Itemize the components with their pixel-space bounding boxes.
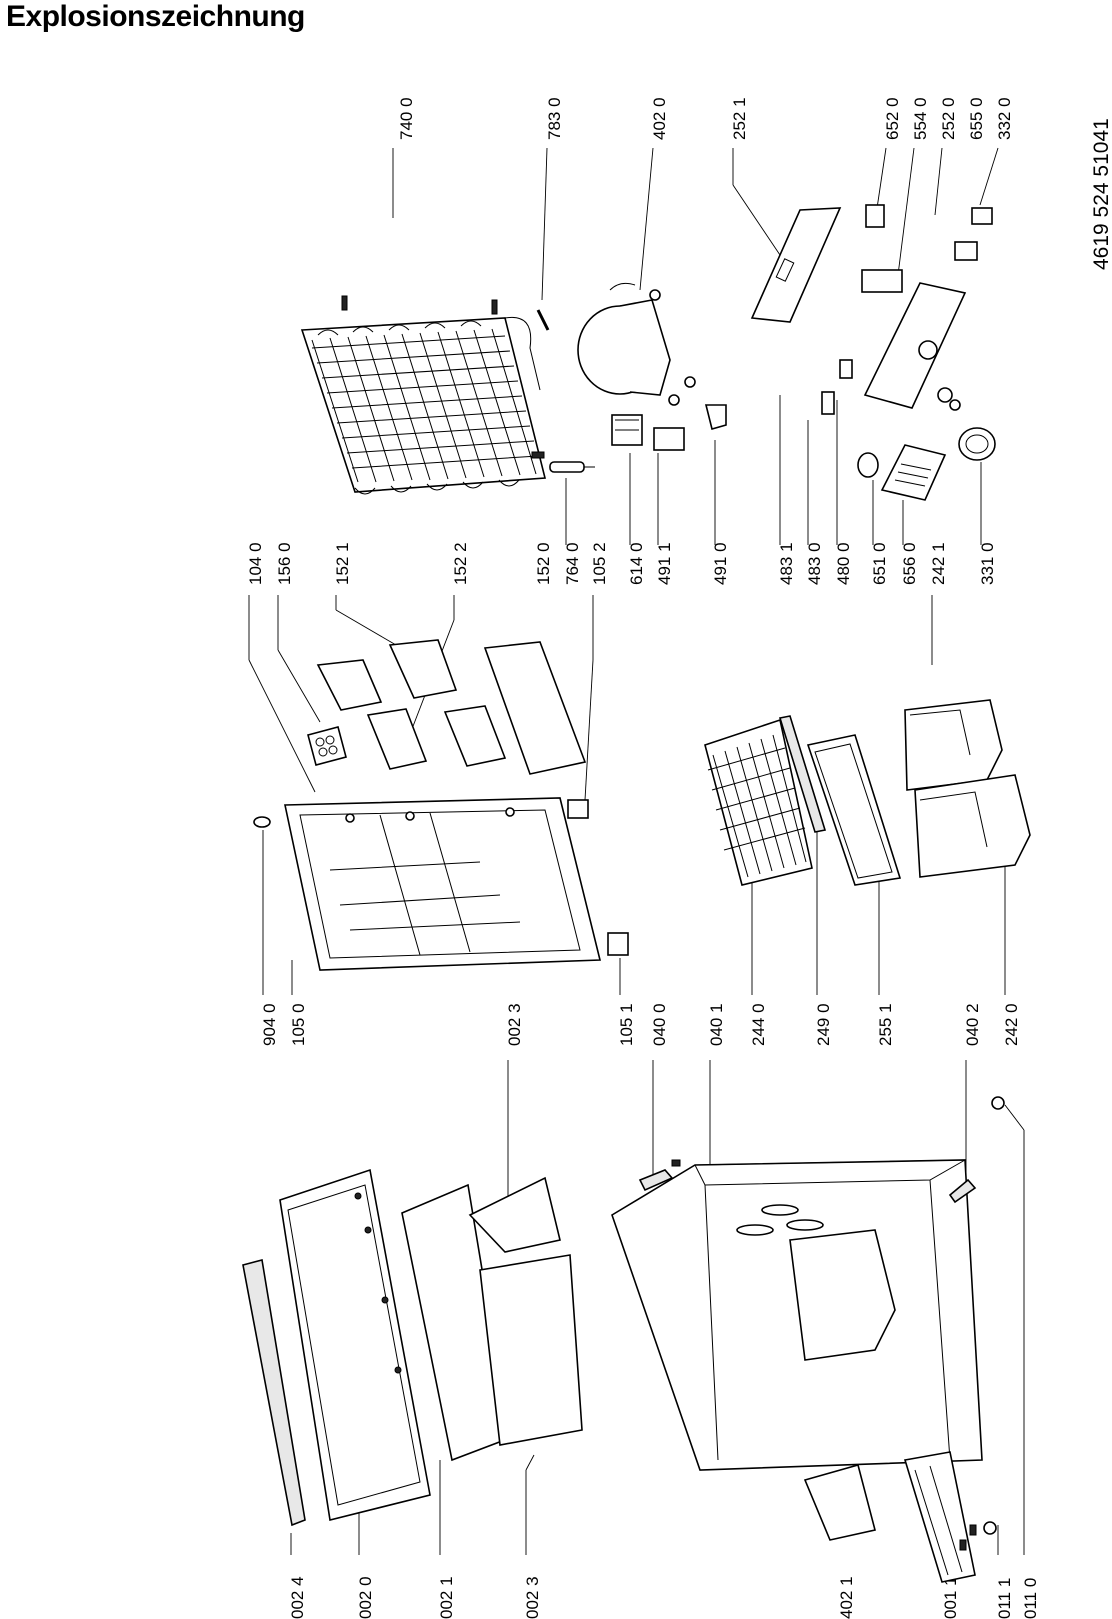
foot-011-0 [991,1096,1005,1110]
crisper-drawer-upper [904,699,1003,791]
label-783-0: 783 0 [545,97,564,140]
label-152-1: 152 1 [333,542,352,585]
label-331-0: 331 0 [978,542,997,585]
relay-614 [611,414,643,446]
label-105-2: 105 2 [590,542,609,585]
compressor [577,282,696,406]
hinge-105-2 [567,799,589,819]
label-040-0: 040 0 [650,1003,669,1046]
label-001-1: 001 1 [941,1576,960,1619]
label-242-0: 242 0 [1002,1003,1021,1046]
document-number: 4619 524 51041 [1090,118,1112,270]
label-002-1: 002 1 [437,1576,456,1619]
door-panel-002-3a [468,1176,561,1253]
foot-011-1 [983,1521,997,1535]
label-332-0: 332 0 [995,97,1014,140]
label-652-0: 652 0 [883,97,902,140]
leader-lines [248,147,1025,1555]
label-764-0: 764 0 [563,542,582,585]
wire-shelf-244 [704,718,813,886]
control-housing [821,204,993,415]
label-002-0: 002 0 [356,1576,375,1619]
inner-door-liner [253,797,602,971]
door-handle-strip [242,1259,306,1527]
label-002-3-bottom: 002 3 [523,1576,542,1619]
vent-grille [803,1464,876,1541]
label-249-0: 249 0 [814,1003,833,1046]
label-255-1: 255 1 [876,1003,895,1046]
label-491-1: 491 1 [655,542,674,585]
label-040-2: 040 2 [963,1003,982,1046]
label-156-0: 156 0 [275,542,294,585]
label-554-0: 554 0 [911,97,930,140]
label-040-1: 040 1 [707,1003,726,1046]
label-152-2: 152 2 [451,542,470,585]
cover-491-1 [653,427,685,451]
label-614-0: 614 0 [627,542,646,585]
label-904-0: 904 0 [260,1003,279,1046]
ring-331 [958,427,996,461]
condenser-coil [300,295,547,495]
door-panel-002-3b [479,1254,583,1446]
label-655-0: 655 0 [967,97,986,140]
label-104-0: 104 0 [246,542,265,585]
cabinet [611,1159,983,1471]
label-252-1: 252 1 [730,97,749,140]
shelf-strip-249 [778,715,827,833]
label-002-3-top: 002 3 [505,1003,524,1046]
label-402-1: 402 1 [837,1576,856,1619]
label-651-0: 651 0 [870,542,889,585]
label-656-0: 656 0 [900,542,919,585]
label-740-0: 740 0 [397,97,416,140]
page-title: Explosionszeichnung [6,0,305,33]
hinge-040-0 [638,1169,674,1192]
door-shelf-152-1b [388,639,458,699]
label-105-0: 105 0 [289,1003,308,1046]
lamp-cover-656 [880,444,947,501]
hinge-105-1 [607,932,629,956]
mounting-plate-252-1 [750,207,842,323]
filter-dryer [549,461,595,473]
base-rail [903,1451,976,1583]
lamp-bulb-651 [857,452,879,478]
drain-tube [536,309,550,331]
label-483-1: 483 1 [777,542,796,585]
label-402-0: 402 0 [650,97,669,140]
door-shelf-152-1a [316,659,383,711]
egg-tray-156 [307,726,347,766]
label-252-0: 252 0 [939,97,958,140]
door-shelf-152-0 [483,641,587,775]
label-480-0: 480 0 [834,542,853,585]
label-002-4: 002 4 [288,1576,307,1619]
label-152-0: 152 0 [534,542,553,585]
clip-491-0 [704,404,727,430]
label-105-1: 105 1 [617,1003,636,1046]
label-242-1: 242 1 [929,542,948,585]
part-labels: 740 0 783 0 402 0 252 1 652 0 554 0 252 … [246,97,1112,1619]
hinge-040-2 [948,1178,977,1204]
label-491-0: 491 0 [711,542,730,585]
door-panel [279,1168,431,1521]
glass-shelf-255 [806,734,902,886]
door-shelf-152-2b [443,705,507,767]
label-011-1: 011 1 [995,1578,1014,1619]
label-483-0: 483 0 [805,542,824,585]
crisper-drawer-lower [914,774,1031,878]
label-011-0: 011 0 [1021,1578,1040,1619]
door-shelf-152-2a [366,708,428,770]
label-244-0: 244 0 [749,1003,768,1046]
